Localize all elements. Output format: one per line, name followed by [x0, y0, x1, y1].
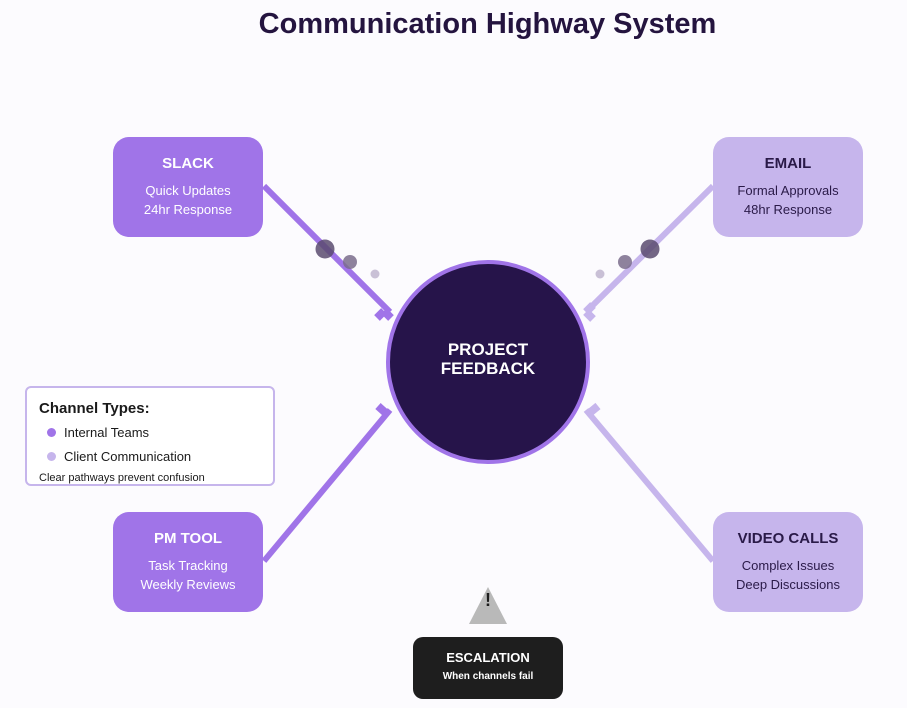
- pm-tool-node-line2: Weekly Reviews: [140, 577, 236, 592]
- email-traffic-dot-medium: [618, 255, 632, 269]
- video-calls-node-line1: Complex Issues: [741, 558, 835, 573]
- slack-node-title: SLACK: [162, 155, 214, 172]
- legend-item-client-label: Client Communication: [64, 449, 192, 464]
- slack-traffic-dot-medium: [343, 255, 357, 269]
- pm-tool-pathway-cap: [375, 403, 391, 418]
- pm-tool-node-line1: Task Tracking: [148, 558, 228, 573]
- escalation-subtitle: When channels fail: [442, 671, 534, 682]
- escalation-title: ESCALATION: [446, 650, 530, 665]
- legend-note: Clear pathways prevent confusion: [39, 472, 205, 484]
- slack-node: SLACK Quick Updates 24hr Response: [113, 137, 263, 237]
- legend-item-internal: Internal Teams: [47, 425, 149, 440]
- email-node: EMAIL Formal Approvals 48hr Response: [713, 137, 863, 237]
- center-hub: [386, 260, 590, 464]
- email-node-line1: Formal Approvals: [737, 183, 839, 198]
- slack-node-line2: 24hr Response: [143, 202, 233, 217]
- email-pathway-cap-b: [583, 302, 596, 315]
- escalation-node: ESCALATION When channels fail: [413, 637, 563, 699]
- email-node-title: EMAIL: [764, 155, 812, 172]
- email-traffic-dot-large: [640, 239, 660, 259]
- email-node-line2: 48hr Response: [743, 202, 833, 217]
- video-calls-node-title: VIDEO CALLS: [737, 530, 839, 547]
- legend-item-client: Client Communication: [47, 449, 191, 464]
- video-calls-node-line2: Deep Discussions: [735, 577, 841, 592]
- pm-tool-node-title: PM TOOL: [153, 530, 223, 547]
- video-calls-node: VIDEO CALLS Complex Issues Deep Discussi…: [713, 512, 863, 612]
- center-hub-label-line2: FEEDBACK: [440, 359, 536, 378]
- pm-tool-pathway: [261, 408, 393, 563]
- legend: Channel Types: Internal Teams Client Com…: [25, 386, 275, 486]
- legend-title: Channel Types:: [39, 400, 150, 417]
- center-hub-label-line1: PROJECT: [447, 340, 529, 359]
- video-calls-pathway: [583, 408, 716, 563]
- email-traffic-dot-small: [595, 269, 605, 279]
- slack-traffic-dot-small: [370, 269, 380, 279]
- page-title: Communication Highway System: [258, 8, 717, 40]
- slack-pathway-cap-b: [381, 308, 394, 321]
- legend-dot-internal: [47, 428, 56, 437]
- pm-tool-node: PM TOOL Task Tracking Weekly Reviews: [113, 512, 263, 612]
- slack-traffic-dot-large: [315, 239, 335, 259]
- warning-triangle-icon: [469, 587, 507, 624]
- warning-exclamation: !: [485, 590, 491, 610]
- legend-item-internal-label: Internal Teams: [64, 425, 150, 440]
- video-calls-pathway-cap: [584, 402, 601, 419]
- center-hub-label: PROJECT FEEDBACK: [388, 340, 588, 378]
- slack-node-line1: Quick Updates: [145, 183, 231, 198]
- legend-dot-client: [47, 452, 56, 461]
